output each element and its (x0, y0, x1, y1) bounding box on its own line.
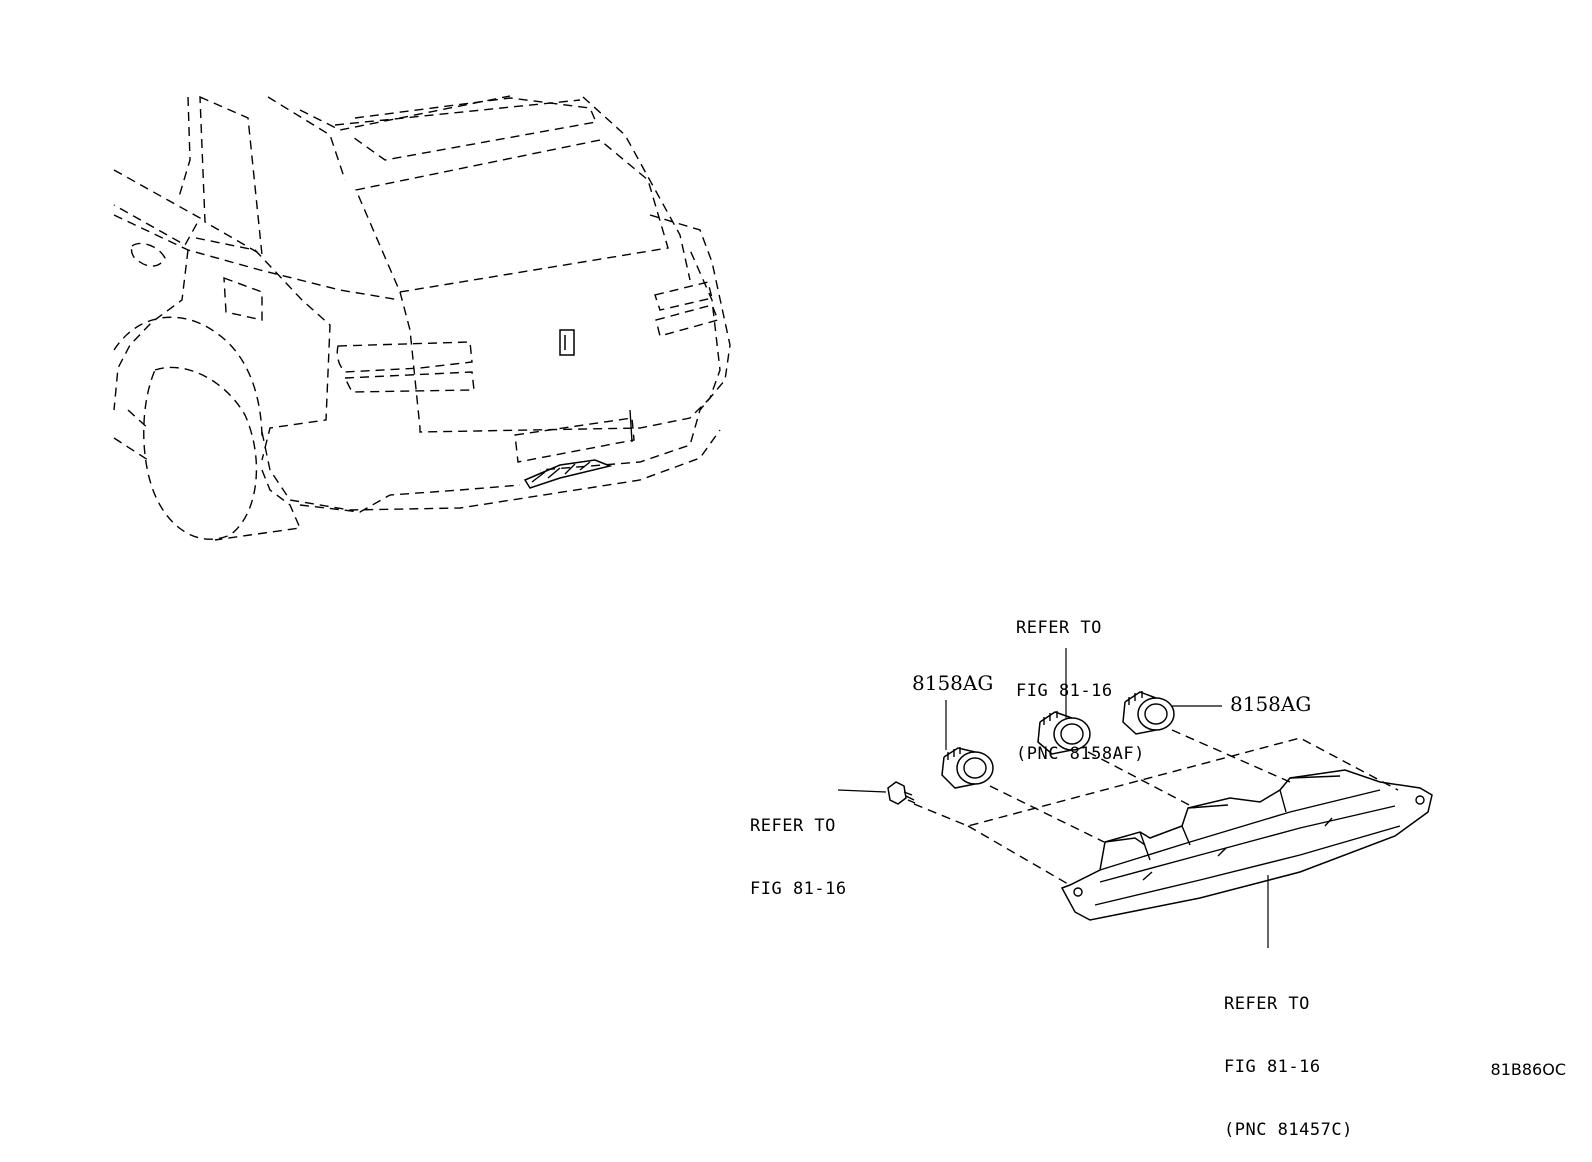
refer-left-line-1: REFER TO (750, 816, 836, 836)
leader-lines (837, 648, 1269, 948)
bulb-socket-left (941, 747, 994, 789)
figure-code: 81B86OC (1490, 1060, 1566, 1079)
vehicle-outline (113, 95, 731, 541)
bulb-socket-right (1122, 691, 1175, 735)
refer-to-label-top: REFER TO FIG 81-16 (PNC 8158AF) (1016, 576, 1145, 786)
part-number-8158ag-right: 8158AG (1230, 692, 1312, 716)
refer-to-label-left: REFER TO FIG 81-16 (750, 774, 847, 921)
refer-top-line-1: REFER TO (1016, 618, 1102, 638)
refer-bottom-line-1: REFER TO (1224, 994, 1310, 1014)
refer-top-line-2: FIG 81-16 (1016, 681, 1113, 701)
refer-bottom-line-2: FIG 81-16 (1224, 1057, 1321, 1077)
refer-bottom-line-3: (PNC 81457C) (1224, 1120, 1353, 1140)
part-number-8158ag-left: 8158AG (912, 671, 994, 695)
parts-diagram (113, 95, 1433, 948)
refer-to-label-bottom: REFER TO FIG 81-16 (PNC 81457C) (1224, 952, 1353, 1162)
stop-lamp-assembly (1060, 769, 1433, 921)
screw (887, 781, 916, 805)
refer-top-line-3: (PNC 8158AF) (1016, 744, 1145, 764)
bulb-socket-center (1037, 711, 1091, 755)
refer-left-line-2: FIG 81-16 (750, 879, 847, 899)
assembly-lines (913, 729, 1399, 885)
